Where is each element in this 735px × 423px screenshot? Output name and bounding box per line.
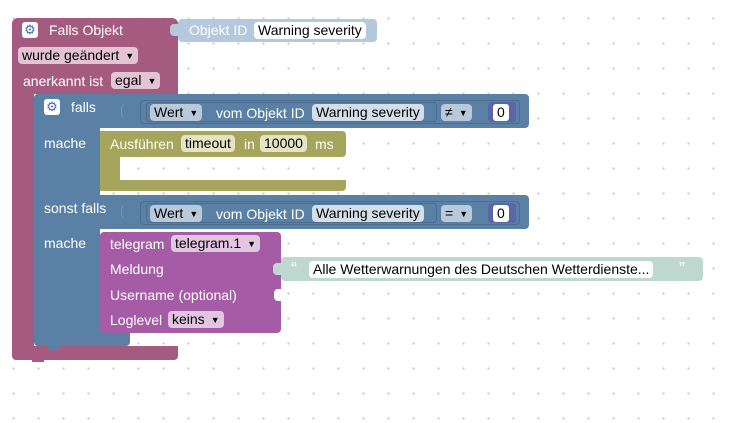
ack-label: anerkannt ist (23, 73, 104, 89)
ack-dropdown[interactable]: egal ▼ (111, 72, 161, 89)
telegram-loglevel-dropdown[interactable]: keins ▼ (168, 311, 224, 328)
compare1-number-field[interactable]: 0 (493, 104, 509, 121)
timeout-name-field[interactable]: timeout (181, 135, 235, 152)
if-block-bottom (34, 330, 130, 346)
telegram-loglevel-value: keins (172, 311, 205, 327)
if-label: falls (71, 99, 96, 115)
object-id-connector (170, 24, 179, 36)
triangle-down-icon: ▼ (147, 76, 157, 86)
timeout-block-bottom (100, 180, 346, 191)
gear-icon[interactable]: ⚙ (22, 22, 38, 38)
timeout-block-spine (100, 131, 120, 191)
compare1-value-dropdown[interactable]: Wert ▼ (150, 104, 203, 121)
open-quote-icon: “ (291, 259, 297, 279)
compare2-object-field[interactable]: Warning severity (312, 205, 424, 222)
triangle-down-icon: ▼ (125, 51, 135, 61)
do-label: mache (44, 135, 87, 151)
triangle-down-icon: ▼ (210, 315, 220, 325)
compare2-connector (121, 204, 141, 220)
compare2-operator-label: = (445, 205, 454, 221)
object-id-label: Objekt ID (189, 22, 248, 38)
compare1-of-object-label: vom Objekt ID (216, 105, 305, 121)
object-id-field[interactable]: Warning severity (254, 22, 366, 39)
message-text-connector (273, 263, 282, 275)
timeout-run-label: Ausführen (110, 136, 174, 152)
event-block-spine (12, 90, 34, 352)
change-dropdown[interactable]: wurde geändert ▼ (18, 47, 139, 64)
telegram-instance-label: telegram.1 (175, 235, 242, 251)
timeout-ms-field[interactable]: 10000 (260, 135, 307, 152)
compare1-object-field[interactable]: Warning severity (312, 104, 424, 121)
message-text-field[interactable]: Alle Wetterwarnungen des Deutschen Wette… (309, 261, 654, 278)
compare2-value-dropdown[interactable]: Wert ▼ (150, 205, 203, 222)
compare2-operator-dropdown[interactable]: =▼ (441, 205, 473, 222)
compare2-number-field[interactable]: 0 (493, 205, 509, 222)
telegram-loglevel-label: Loglevel (110, 312, 163, 328)
telegram-label: telegram (110, 236, 165, 252)
compare2-value-label: Wert (154, 205, 184, 221)
if-block-bottom-tab (48, 344, 60, 350)
compare1-operator-dropdown[interactable]: ≠▼ (441, 104, 472, 121)
close-quote-icon: ” (679, 259, 685, 279)
telegram-message-label: Meldung (110, 261, 164, 277)
ack-dropdown-label: egal (115, 72, 142, 88)
timeout-unit-label: ms (315, 136, 334, 152)
do2-label: mache (44, 235, 87, 251)
telegram-input-notch (274, 289, 282, 301)
triangle-down-icon: ▼ (247, 239, 257, 249)
triangle-down-icon: ▼ (459, 209, 469, 219)
else-if-label: sonst falls (44, 200, 107, 216)
change-dropdown-label: wurde geändert (22, 47, 120, 63)
telegram-instance-dropdown[interactable]: telegram.1 ▼ (171, 235, 261, 252)
triangle-down-icon: ▼ (189, 108, 199, 118)
event-block-bottom-tab (32, 356, 44, 362)
triangle-down-icon: ▼ (189, 209, 199, 219)
gear-icon[interactable]: ⚙ (44, 99, 60, 115)
timeout-in-label: in (244, 136, 255, 152)
compare2-of-object-label: vom Objekt ID (216, 206, 305, 222)
triangle-down-icon: ▼ (458, 108, 468, 118)
compare1-value-label: Wert (154, 104, 184, 120)
telegram-username-label: Username (optional) (110, 287, 237, 303)
compare1-connector (121, 103, 141, 119)
event-title: Falls Objekt (49, 22, 123, 38)
compare1-operator-label: ≠ (445, 104, 453, 120)
